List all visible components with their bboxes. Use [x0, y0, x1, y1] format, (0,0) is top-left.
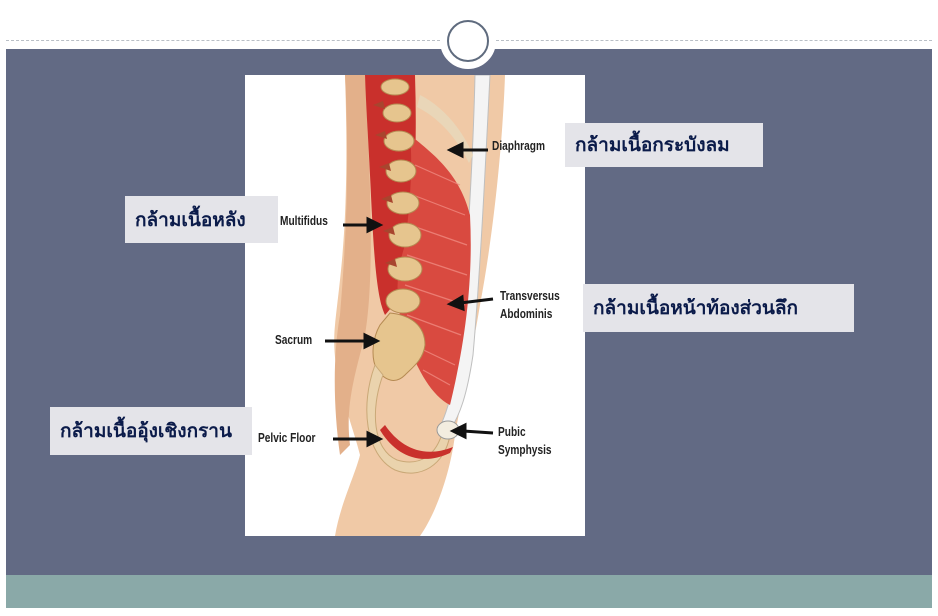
- label-diaphragm: Diaphragm: [492, 138, 545, 153]
- divider-right: [496, 40, 932, 41]
- ornament-inner-ring: [447, 20, 489, 62]
- callout-deep-abdominal: กล้ามเนื้อหน้าท้องส่วนลึก: [583, 284, 854, 332]
- callout-back-muscle: กล้ามเนื้อหลัง: [125, 196, 278, 243]
- label-sacrum: Sacrum: [275, 332, 312, 347]
- callout-pelvic-floor: กล้ามเนื้ออุ้งเชิงกราน: [50, 407, 252, 455]
- anatomy-figure: Diaphragm Multifidus Transversus Abdomin…: [245, 75, 585, 536]
- label-pubic: Pubic: [498, 424, 526, 439]
- label-transversus: Transversus: [500, 288, 560, 303]
- label-multifidus: Multifidus: [280, 213, 328, 228]
- callout-diaphragm: กล้ามเนื้อกระบังลม: [565, 123, 763, 167]
- label-abdominis: Abdominis: [500, 306, 552, 321]
- label-pelvic-floor: Pelvic Floor: [258, 430, 315, 445]
- title-ornament-circle: [440, 13, 496, 69]
- divider-left: [6, 40, 440, 41]
- footer-band: [6, 575, 932, 608]
- label-symphysis: Symphysis: [498, 442, 552, 457]
